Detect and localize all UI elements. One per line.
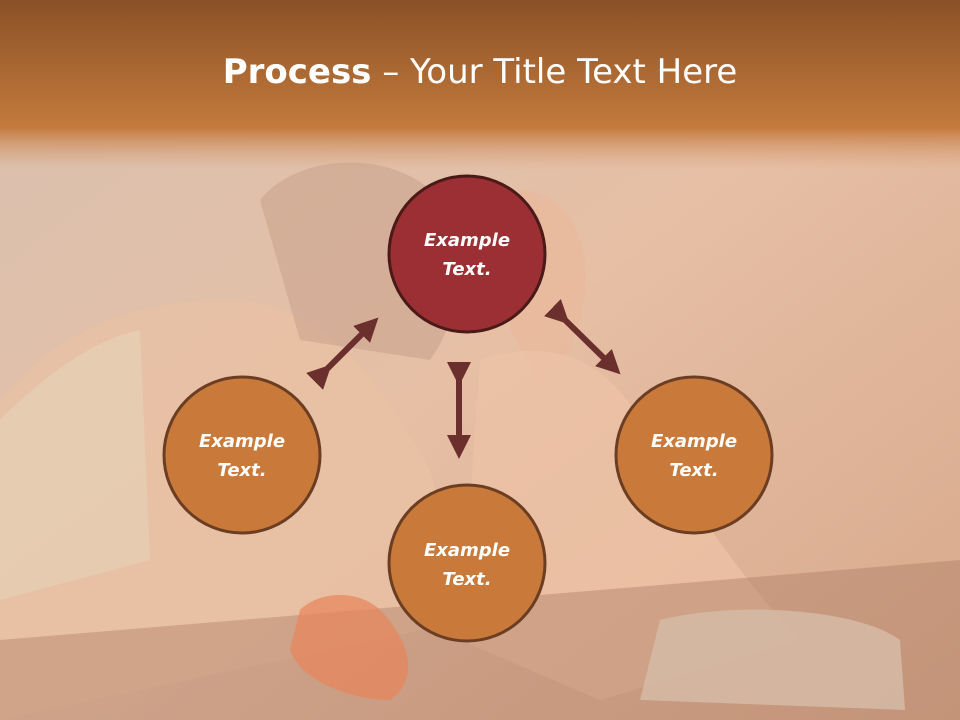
node-left-line2: Text. (217, 460, 266, 481)
title-bold: Process (222, 52, 372, 92)
node-top-line2: Text. (442, 259, 491, 280)
arrow-top-right (544, 299, 621, 375)
node-top-line1: Example (424, 230, 510, 251)
node-bottom-line2: Text. (442, 569, 491, 590)
node-right-line2: Text. (669, 460, 718, 481)
slide-title: Process – Your Title Text Here (0, 52, 960, 92)
title-rest: – Your Title Text Here (371, 52, 738, 92)
node-left[interactable]: Example Text. (162, 375, 322, 535)
node-top[interactable]: Example Text. (387, 174, 547, 334)
node-bottom[interactable]: Example Text. (387, 483, 547, 643)
arrow-top-left (306, 317, 379, 390)
node-bottom-line1: Example (424, 540, 510, 561)
node-right-line1: Example (651, 431, 737, 452)
node-right[interactable]: Example Text. (614, 375, 774, 535)
node-left-line1: Example (199, 431, 285, 452)
